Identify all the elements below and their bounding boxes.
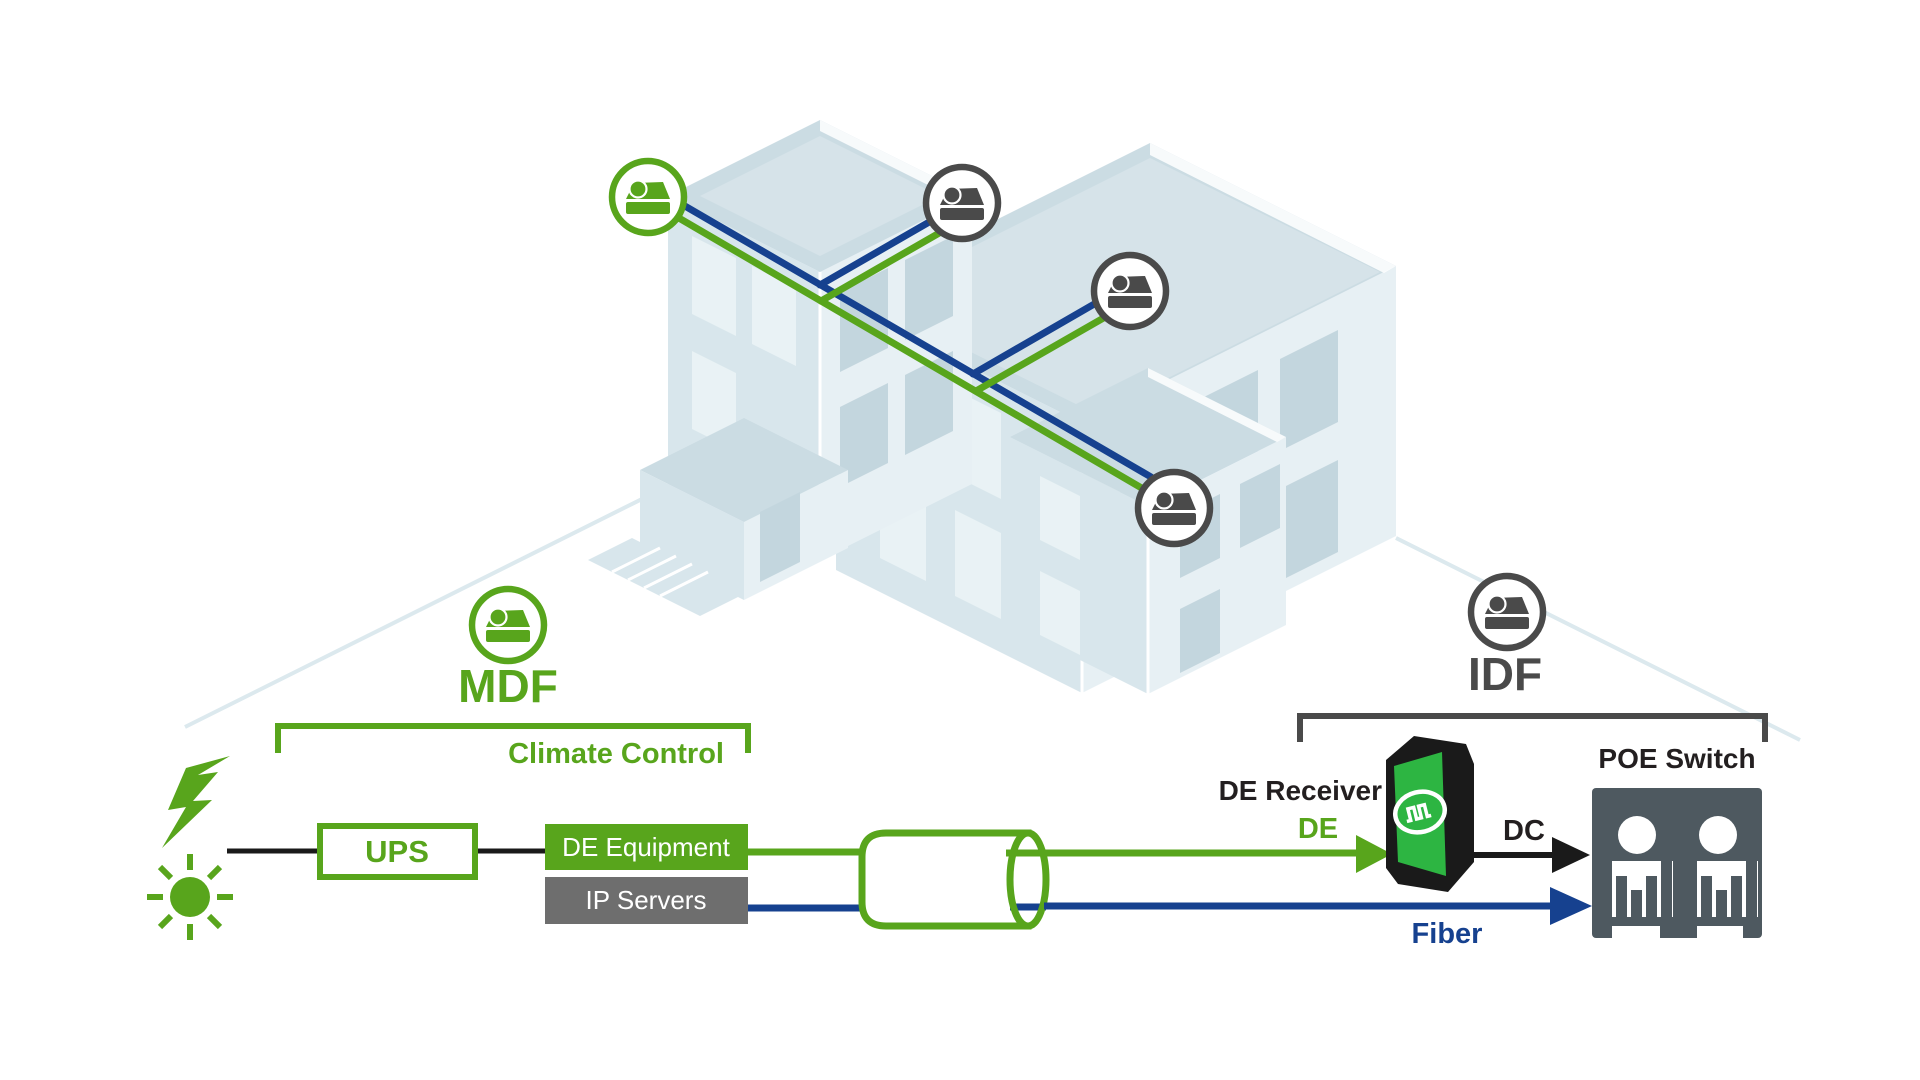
building-entrance	[588, 418, 848, 616]
de-arrow	[1356, 835, 1392, 873]
lightning-icon	[162, 756, 230, 848]
climate-control-bracket	[275, 723, 751, 753]
camera-icon-3	[1094, 255, 1166, 327]
poe-switch-label: POE Switch	[1598, 743, 1755, 774]
idf-group: IDF	[1297, 576, 1768, 742]
sun-icon	[147, 854, 233, 940]
power-sources	[147, 756, 233, 940]
idf-bracket	[1297, 713, 1768, 742]
trunk-cable-fiber	[674, 198, 1155, 481]
ground-line-left	[184, 484, 669, 729]
fiber-arrow	[1550, 887, 1592, 925]
ups-label: UPS	[365, 834, 429, 869]
ground-line-right	[1395, 536, 1801, 742]
de-equipment-box: DE Equipment	[545, 824, 748, 870]
camera2-branch-de	[817, 228, 945, 305]
ups-box: UPS	[317, 823, 478, 880]
camera-icon-1	[612, 161, 684, 233]
camera3-branch-de	[972, 312, 1111, 395]
ip-servers-label: IP Servers	[586, 885, 707, 915]
camera-icon-2	[926, 167, 998, 239]
mdf-camera-icon	[472, 589, 544, 661]
poe-switch-icon	[1592, 788, 1762, 938]
fiber-label: Fiber	[1412, 918, 1483, 950]
climate-control-label: Climate Control	[508, 738, 724, 770]
camera2-branch-fiber	[816, 217, 935, 289]
trunk-cable-de	[668, 210, 1149, 494]
camera3-branch-fiber	[969, 299, 1100, 378]
dc-arrow	[1552, 837, 1590, 873]
ip-servers-box: IP Servers	[545, 877, 748, 924]
de-equipment-label: DE Equipment	[562, 832, 730, 862]
building-illustration	[184, 120, 1801, 742]
idf-label: IDF	[1468, 648, 1542, 700]
mdf-group: MDF Climate Control	[275, 589, 751, 770]
mdf-label: MDF	[458, 660, 558, 712]
de-receiver-label: DE Receiver	[1219, 775, 1383, 806]
conduit-icon	[858, 829, 1050, 930]
de-label: DE	[1298, 813, 1338, 845]
camera-icon-4	[1138, 472, 1210, 544]
de-receiver-icon	[1386, 736, 1474, 892]
dc-label: DC	[1503, 815, 1545, 847]
idf-camera-icon	[1471, 576, 1543, 648]
